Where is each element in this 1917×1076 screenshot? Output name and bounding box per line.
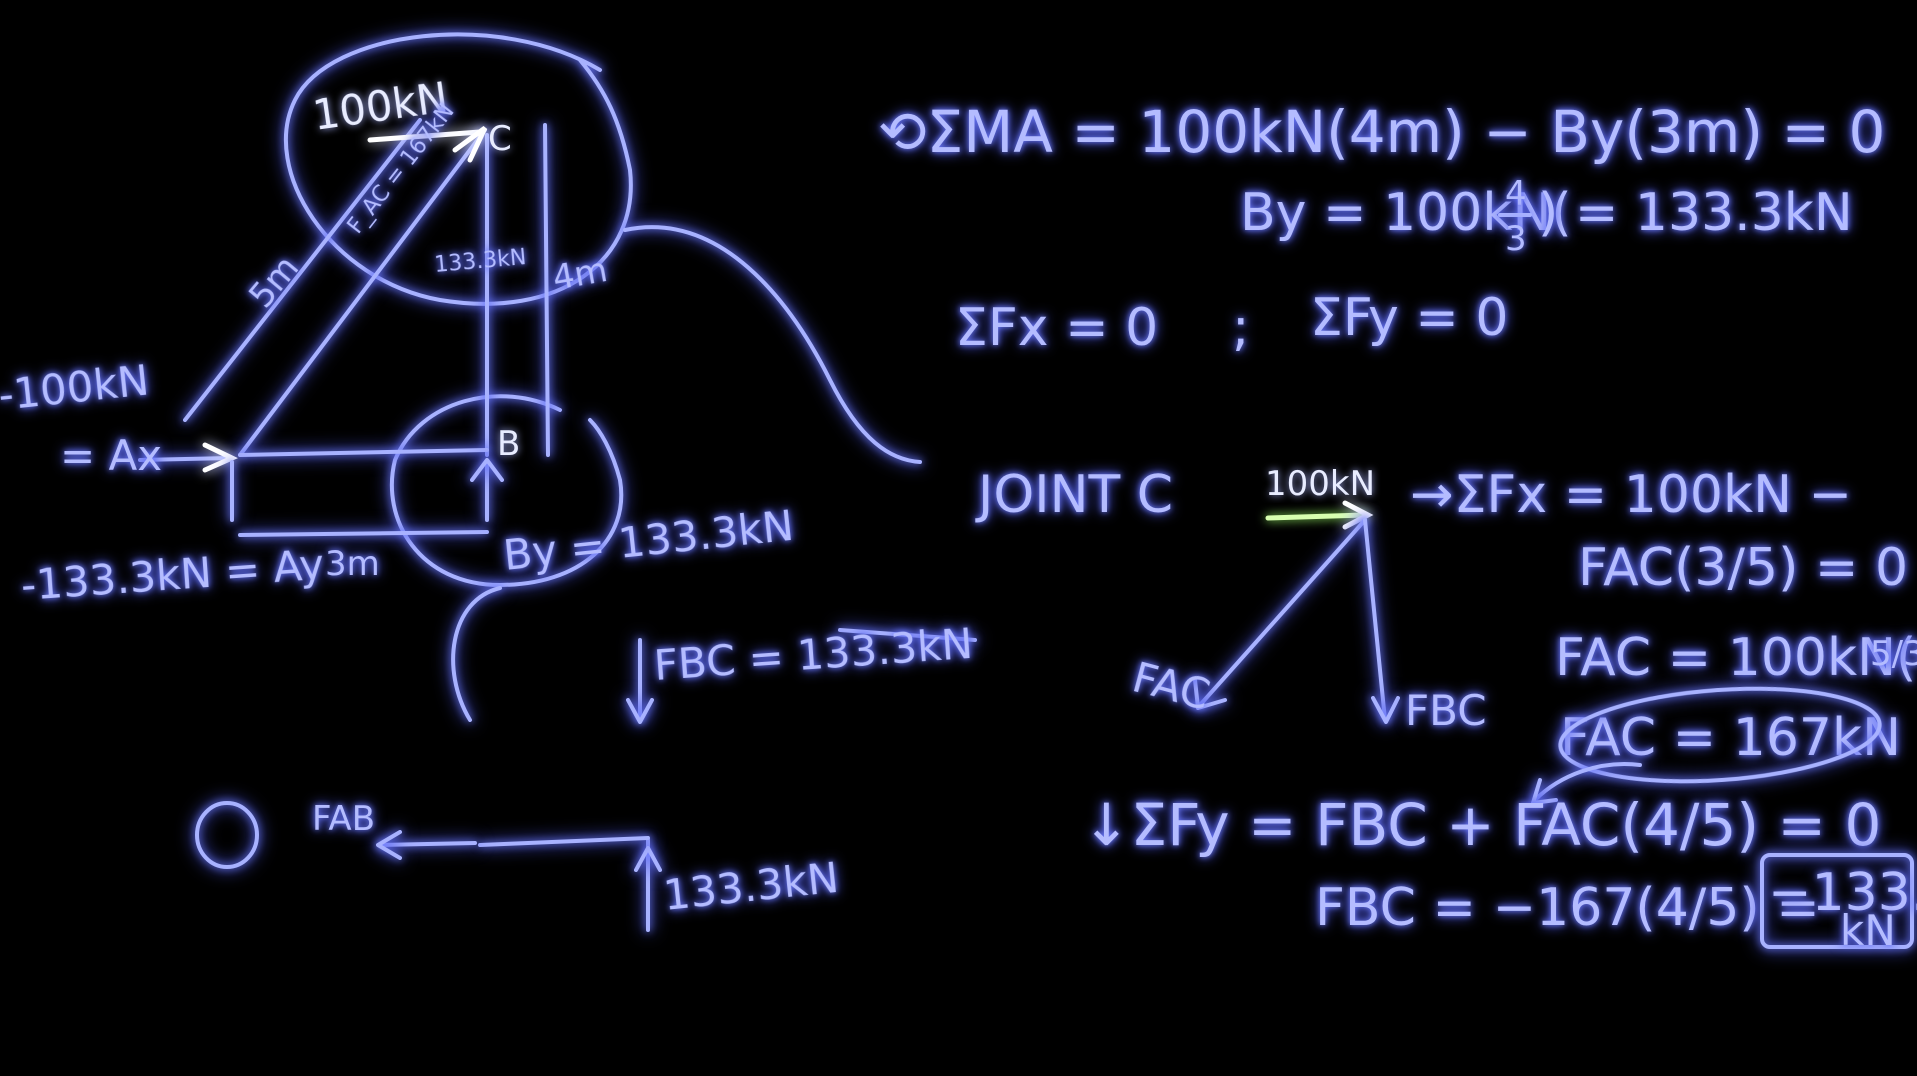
fac-result-circle [1558,686,1882,784]
fab-node-label: FAB [312,799,375,839]
joint-c-title: JOINT C [975,465,1173,525]
joint-c-fac-arrow-head [1193,678,1227,710]
joint-c-circle [283,32,633,306]
joint-c-fac-result: FAC = 167kN [1560,708,1901,768]
fab-arrow-head [376,830,402,860]
fbc-bottom-label: 133.3kN [661,853,841,920]
connector-curve-c [623,225,922,464]
fbc-label-underline [838,628,977,642]
by-solve-rhs: ) = 133.3kN [1538,183,1853,243]
dimension-line-5m [183,118,422,422]
length-ac-label: 5m [241,248,307,316]
dimension-line-3m [238,530,489,537]
node-c-label: C [488,119,512,159]
joint-c-fbc-arrow-head [1371,696,1400,724]
joint-c-force-arrow [1265,512,1368,521]
fbc-result-box [1760,853,1914,949]
node-a-circle [195,801,259,869]
member-ab [238,448,489,457]
joint-c-fbc-label: FBC [1405,686,1487,735]
length-ab-label: 3m [325,544,380,584]
joint-c-force-label: 100kN [1265,464,1375,504]
reaction-by-arrow-head [470,458,504,482]
joint-c-sum-fy: ↓ΣFy = FBC + FAC(4/5) = 0 [1082,791,1881,859]
reaction-ax-label: = Ax [60,431,162,480]
length-bc-label: 4m [550,250,611,299]
joint-c-fbc-solve: FBC = −167(4/5) = [1315,878,1820,938]
reaction-ax-value: -100kN [0,355,151,420]
joint-b-circle [389,394,624,587]
joint-c-fac-label: FAC [1127,652,1215,719]
dimension-line-4m [543,123,550,457]
sum-fx-zero: ΣFx = 0 [955,298,1158,358]
fbc-result-value: −133.3 [1768,863,1917,923]
joint-c-fac-solve: FAC = 100kN( [1555,628,1916,688]
moment-equation: ⟲ΣMA = 100kN(4m) − By(3m) = 0 [878,98,1885,166]
node-b-label: B [497,424,520,464]
fac-result-pointer-head [1531,778,1558,805]
fbc-top-arrow-head [626,698,654,724]
fbc-top-label: FBC = 133.3kN [652,619,974,690]
reaction-ax-arrow-head [202,442,238,473]
fab-arrow [378,841,477,847]
joint-c-fac-equation: FAC(3/5) = 0 [1578,538,1908,598]
joint-c-analysis: JOINT C 100kN FAC FBC →ΣFx = 100kN − FAC… [975,464,1917,955]
fbc-bottom-arrow-head [634,846,662,872]
fbc-horizontal [478,836,650,847]
joint-c-fac-solve-fraction: 5/3 [1870,634,1917,674]
fac-arrow-head [452,125,488,163]
connector-curve-b [451,586,502,722]
fac-result-pointer [1533,762,1642,802]
truss-diagram: 100kN F_AC = 167kN 5m 4m 3m 133.3kN C B … [0,32,977,932]
sum-fy-zero: ΣFy = 0 [1310,288,1508,348]
joint-c-fbc-line [1363,518,1387,722]
applied-load-arrow [367,129,483,143]
by-solve-denominator: 3 [1505,219,1527,259]
by-solve-numerator: 4 [1505,174,1527,214]
joint-c-force-arrow-head [1342,500,1374,530]
reaction-ax-arrow [138,456,232,462]
joint-c-fac-line [1198,518,1367,707]
fbc-result-unit: kN [1840,906,1896,955]
member-ac [238,128,487,457]
reaction-by-label: By = 133.3kN [501,501,796,580]
equation-separator: ; [1232,298,1250,358]
global-equations: ⟲ΣMA = 100kN(4m) − By(3m) = 0 By = 100kN… [878,98,1885,358]
reaction-ay-label: -133.3kN = Ay [19,540,325,610]
joint-c-sum-fx: →ΣFx = 100kN − [1410,465,1852,525]
internal-bc-label: 133.3kN [433,245,527,278]
